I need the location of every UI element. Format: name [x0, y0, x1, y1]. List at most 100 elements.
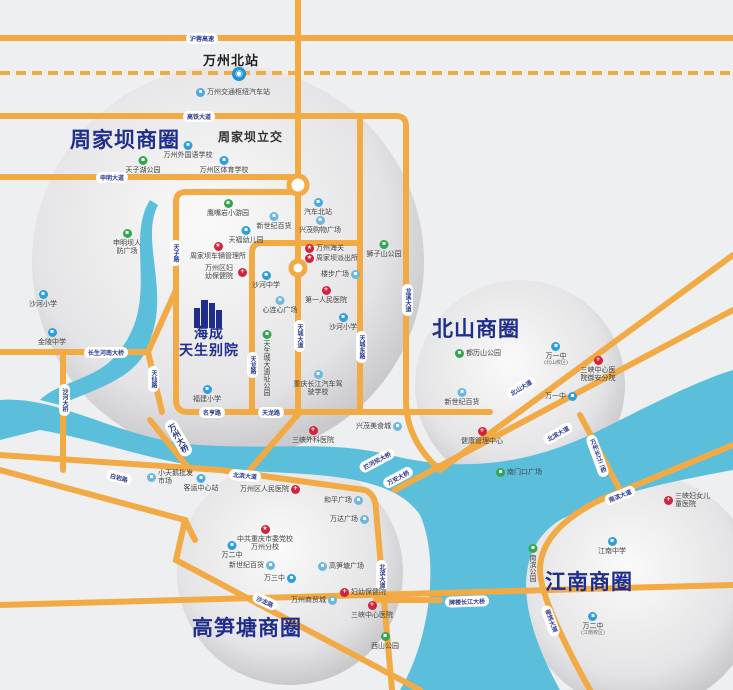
- poi-label: 新世纪百货: [444, 398, 480, 406]
- poi-label: 万一中: [545, 392, 566, 401]
- poi-hospital[interactable]: +万州区妇幼保健院: [205, 264, 247, 280]
- shopping-icon: ▪: [393, 422, 402, 431]
- poi-park[interactable]: ▪申明坝人防广场: [110, 229, 144, 255]
- road-label: 沙河大桥: [59, 384, 70, 416]
- poi-hospital[interactable]: +健康管理中心: [461, 427, 503, 445]
- poi-school[interactable]: ▪福建小学: [193, 385, 221, 403]
- poi-school[interactable]: ▪江南中学: [598, 537, 626, 555]
- poi-hospital[interactable]: +万州区人民医院: [240, 485, 300, 494]
- park-icon: ▪: [262, 330, 272, 339]
- poi-shopping[interactable]: ▪新世纪百货: [445, 388, 480, 406]
- hospital-icon: +: [291, 485, 300, 494]
- poi-label: 妇幼保健院: [351, 588, 386, 597]
- poi-school[interactable]: ▪天福幼儿园: [229, 226, 264, 244]
- park-icon: ▪: [496, 468, 505, 477]
- poi-shopping[interactable]: ▪万州商贸城: [291, 596, 337, 605]
- poi-hospital[interactable]: +三峡妇女儿童医院: [664, 492, 710, 508]
- poi-label: 万州区体育学校: [199, 166, 249, 174]
- poi-shopping[interactable]: ▪兴茂购物广场: [299, 216, 341, 234]
- poi-label: 万州海关: [316, 244, 344, 253]
- poi-sublabel: (江南校区): [581, 630, 605, 637]
- project-name[interactable]: 海成天生别院: [179, 326, 239, 360]
- poi-park[interactable]: ▪天子湖公园: [126, 156, 161, 174]
- poi-shopping[interactable]: ▪楼步广场: [321, 270, 360, 279]
- poi-hospital[interactable]: +三峡中心医院: [351, 601, 393, 619]
- poi-park[interactable]: ▪天生城大遗址公园: [262, 330, 272, 396]
- poi-label: 万州交通枢纽汽车站: [207, 88, 270, 97]
- poi-shopping[interactable]: ▪心连心广场: [263, 296, 298, 314]
- poi-bus-station[interactable]: ▪万州交通枢纽汽车站: [196, 88, 270, 97]
- school-icon: ▪: [38, 290, 48, 299]
- poi-label: 南门口广场: [507, 468, 542, 477]
- poi-shopping[interactable]: ▪兴茂美食城: [356, 422, 402, 431]
- poi-school[interactable]: ▪万一中: [545, 392, 577, 401]
- hospital-icon: +: [340, 588, 349, 597]
- poi-label: 三峡中心医院御安分院: [580, 366, 616, 383]
- poi-park[interactable]: ▪鹰嘴岩小游园: [207, 199, 249, 217]
- school-icon: ▪: [568, 392, 577, 401]
- poi-school[interactable]: ▪沙河中学: [252, 271, 280, 289]
- poi-label: 天子湖公园: [125, 166, 161, 174]
- poi-label: 南滨公园: [529, 554, 538, 582]
- poi-park[interactable]: ▪狮子山公园: [367, 240, 402, 258]
- poi-label: 万达广场: [330, 515, 358, 524]
- poi-park[interactable]: ▪南门口广场: [496, 468, 542, 477]
- poi-label: 金陵中学: [38, 338, 66, 346]
- poi-label: 周家坝车辆管理所: [190, 252, 246, 260]
- poi-school[interactable]: ▪重庆长江汽车驾驶学校: [292, 370, 344, 396]
- poi-hospital[interactable]: +三峡中心医院御安分院: [578, 356, 618, 382]
- poi-bus-station[interactable]: ▪客运中心站: [184, 474, 219, 492]
- poi-school[interactable]: ▪沙河小学: [29, 290, 57, 308]
- poi-label: 都历山公园: [466, 349, 501, 358]
- poi-shopping[interactable]: ▪和平广场: [324, 496, 363, 505]
- school-icon: ▪: [261, 271, 271, 280]
- poi-park[interactable]: ▪西山公园: [371, 632, 399, 650]
- road-label: 天城大道: [294, 320, 305, 352]
- poi-party-school[interactable]: ★中共重庆市委党校万州分校: [236, 525, 294, 551]
- poi-label: 申明坝人防广场: [113, 239, 141, 256]
- poi-school[interactable]: ▪万州区体育学校: [200, 156, 249, 174]
- poi-shopping[interactable]: ▪小天鹅批发市场: [147, 469, 193, 485]
- poi-bus-station[interactable]: ▪汽车北站: [304, 198, 332, 216]
- shopping-icon: ▪: [266, 561, 275, 570]
- poi-shopping[interactable]: ▪万达广场: [330, 515, 369, 524]
- poi-hospital[interactable]: +第一人民医院: [305, 286, 347, 304]
- shopping-icon: ▪: [315, 216, 325, 225]
- park-icon: ▪: [138, 156, 148, 165]
- poi-customs[interactable]: ★万州海关: [305, 244, 344, 253]
- hospital-icon: +: [238, 267, 247, 277]
- poi-label: 新世纪百货: [256, 222, 292, 230]
- hospital-icon: +: [321, 286, 331, 295]
- park-icon: ▪: [528, 544, 538, 553]
- poi-label: 第一人民医院: [305, 296, 347, 304]
- poi-label: 高笋塘广场: [329, 562, 364, 571]
- shopping-icon: ▪: [147, 472, 156, 482]
- train-station-icon[interactable]: ◉: [232, 67, 246, 81]
- poi-school[interactable]: ▪万二中(江南校区): [581, 612, 605, 637]
- poi-label: 狮子山公园: [366, 250, 402, 258]
- road-label: 名亨路: [199, 407, 226, 418]
- poi-school[interactable]: ▪万二中: [222, 541, 243, 559]
- poi-park[interactable]: ▪南滨公园: [528, 544, 538, 582]
- poi-school[interactable]: ▪沙河小学: [329, 313, 357, 331]
- poi-school[interactable]: ▪金陵中学: [38, 328, 66, 346]
- poi-shopping[interactable]: ▪新世纪百货: [257, 212, 292, 230]
- poi-hospital[interactable]: +妇幼保健院: [340, 588, 386, 597]
- poi-label: 周家坝派出所: [316, 254, 358, 263]
- poi-police[interactable]: ★周家坝车辆管理所: [190, 242, 246, 260]
- poi-label: 江南中学: [598, 547, 626, 555]
- building-icon: [192, 298, 226, 328]
- poi-label: 兴茂美食城: [356, 422, 391, 431]
- poi-park[interactable]: ▪都历山公园: [455, 349, 501, 358]
- shopping-icon: ▪: [328, 596, 337, 605]
- poi-police[interactable]: ★周家坝派出所: [305, 254, 358, 263]
- shopping-icon: ▪: [275, 296, 285, 305]
- poi-school[interactable]: ▪万州外国语学校: [164, 141, 213, 159]
- poi-shopping[interactable]: ▪新世纪百货: [229, 561, 275, 570]
- poi-shopping[interactable]: ▪高笋塘广场: [318, 562, 364, 571]
- poi-hospital[interactable]: +三峡外科医院: [292, 426, 334, 444]
- poi-label: 天福幼儿园: [228, 236, 264, 244]
- poi-school[interactable]: ▪万一中(北山校区): [544, 342, 568, 367]
- bus-icon: ▪: [313, 198, 323, 207]
- poi-school[interactable]: ▪万三中: [264, 574, 296, 583]
